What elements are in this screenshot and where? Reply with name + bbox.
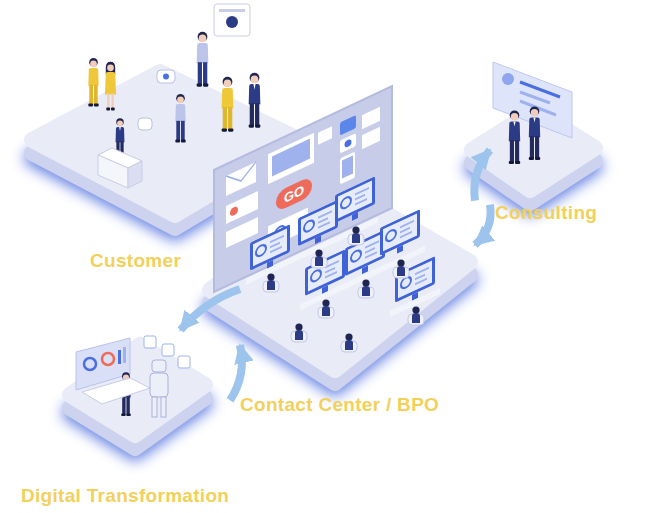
contact-center-scene-part [393,259,409,278]
contact-center-scene-part [358,279,374,298]
customer-scene-part [138,118,152,130]
node-label: Customer [90,250,181,272]
customer-scene-part [214,4,250,36]
wall-icons-part [230,205,238,217]
digital-scene-part [152,360,166,372]
digital-scene-part [102,353,114,365]
wall-icons-part [345,138,352,148]
customer-scene-part [128,161,142,188]
wall-icons-part [318,126,332,145]
contact-center-scene-part [291,323,307,342]
customer-scene-part [88,58,98,106]
consulting-scene-part [529,106,540,160]
flow-arrow [181,289,240,330]
wall-icons-part [340,133,356,154]
digital-scene [76,336,190,417]
customer-scene-part [197,32,209,87]
wall-icons-part [298,199,338,252]
wall-icons-part [335,176,375,229]
digital-scene-part [161,397,166,417]
wall-icons-part [250,224,290,277]
wall-icons-part [305,249,345,302]
wall-icons-part [226,162,256,188]
contact-center-scene [214,74,440,394]
digital-scene-part [162,344,174,356]
customer-scene-part [249,73,261,128]
customer-scene-part [219,9,245,12]
wall-icons-part [380,209,420,262]
wall-icons-part [342,155,353,178]
digital-scene-part [84,358,96,370]
wall-icons-part [362,107,380,129]
digital-scene-part [123,347,126,363]
digital-scene-part [152,397,157,417]
platform-top [70,345,205,435]
flow-arrow [474,150,490,200]
contact-center-scene-part [408,306,424,325]
contact-center-scene-part [214,86,392,292]
flow-arrow [230,345,242,400]
customer-scene-part [98,155,128,188]
wall-icons-part [226,162,256,196]
customer-scene-part [175,94,185,142]
digital-scene-part [178,356,190,368]
node-label: Consulting [495,202,597,224]
wall-icons-part [276,176,312,213]
digital-scene-part [118,350,121,364]
wall-icons-part [226,191,258,224]
digital-scene-part [82,378,150,404]
wall-icons-part [340,115,356,136]
customer-scene-part [222,77,234,132]
customer-scene-part [163,74,169,80]
contact-center-scene-part [311,249,327,268]
digital-scene-part [144,336,156,348]
customer-scene-part [226,16,238,28]
wall-icons-part [340,152,355,185]
node-label: Digital Transformation [21,485,229,507]
node-label: Contact Center / BPO [240,394,439,416]
wall-icons-part [272,139,310,177]
wall-icons-part [268,133,314,185]
wall-icons [226,74,440,394]
digital-scene-part [150,373,168,397]
consulting-scene [493,62,572,164]
consulting-scene-part [509,110,520,164]
customer-scene-part [105,62,116,111]
contact-center-scene-part [341,333,357,352]
button-text: GO [284,183,304,205]
consulting-scene-part [502,73,514,85]
contact-center-scene-part [318,299,334,318]
customer-scene-part [157,70,175,83]
contact-center-scene-part [348,226,364,245]
flow-arrow [475,205,491,245]
wall-icons-part [362,127,380,149]
contact-center-scene-part [263,273,279,292]
